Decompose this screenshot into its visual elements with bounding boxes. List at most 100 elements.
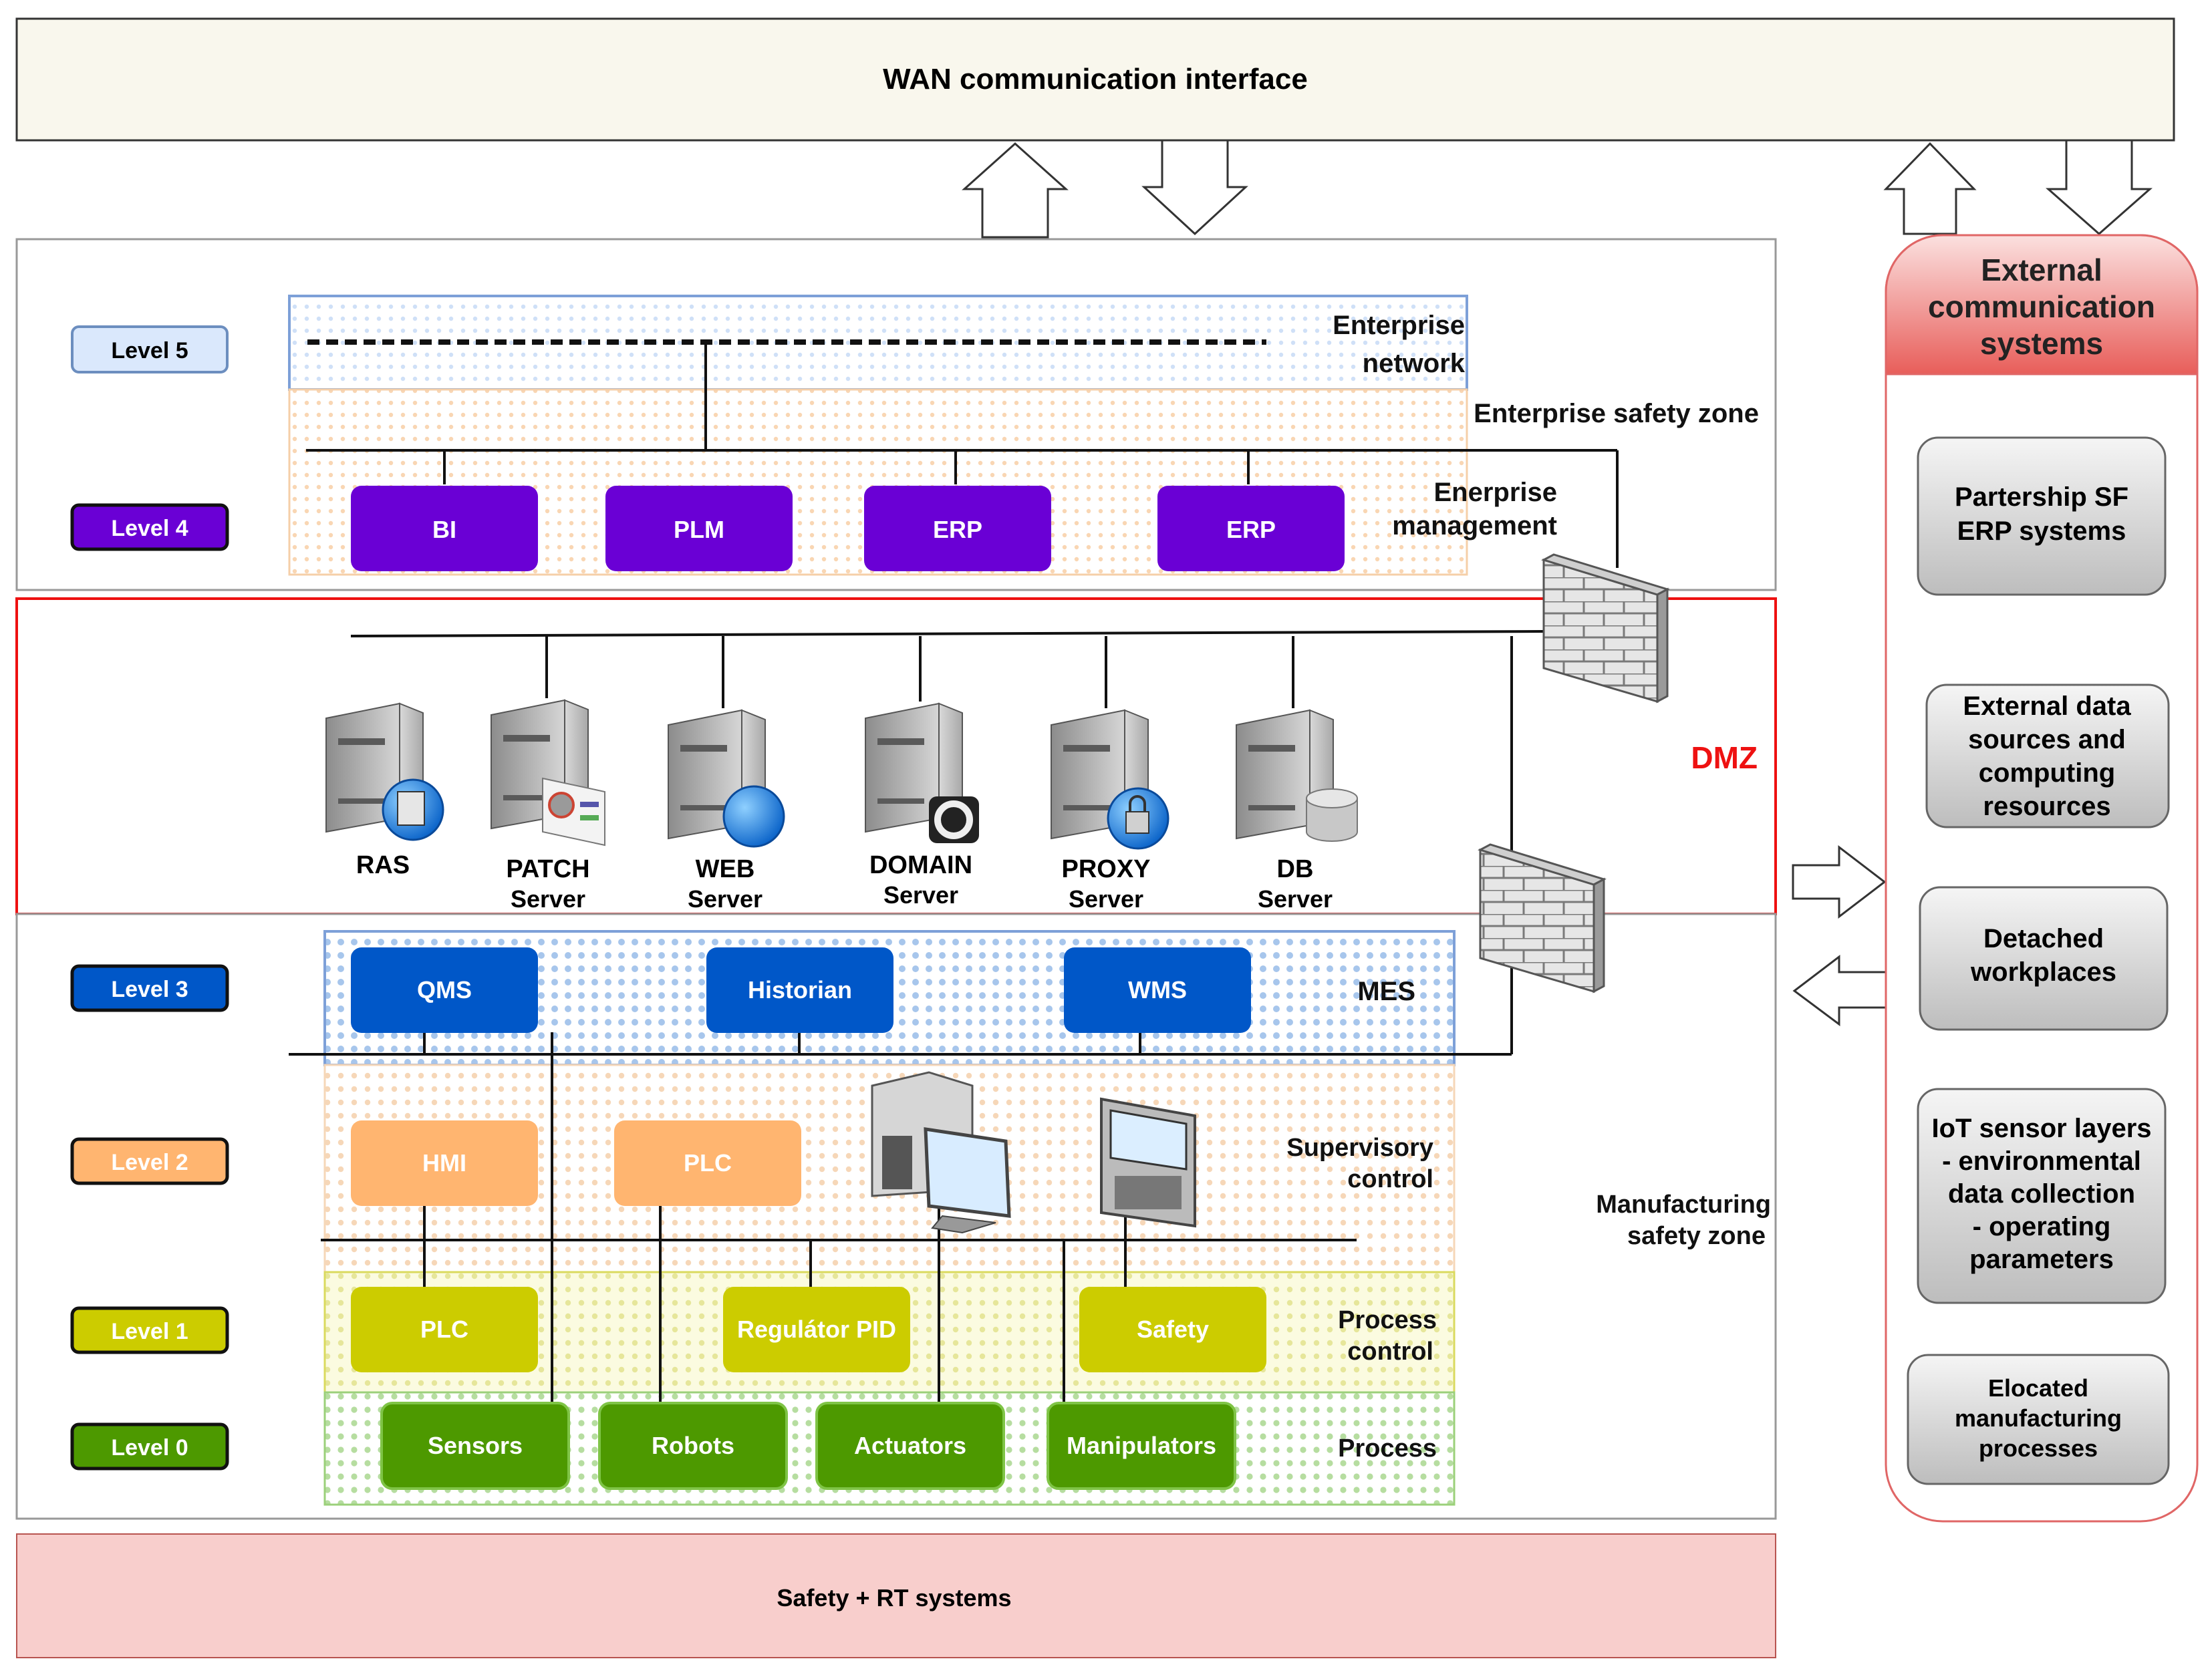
level-3-badge: Level 3 [70, 964, 229, 1012]
plc-label-l2: PLC [684, 1149, 732, 1177]
external-title-3: systems [1980, 326, 2103, 361]
db-label-2: Server [1258, 885, 1333, 913]
external-item-workplaces-line-2: workplaces [1970, 957, 2116, 987]
level-labels: Level 5 Level 4 Level 3 Level 2 Level 1 … [70, 325, 229, 1471]
external-item-iot-line-3: data collection [1948, 1179, 2135, 1209]
web-label-1: WEB [696, 855, 755, 883]
level3-systems: QMS Historian WMS [351, 947, 1251, 1033]
bi-box [351, 486, 538, 571]
dmz-label: DMZ [1691, 740, 1758, 775]
wms-label: WMS [1128, 976, 1187, 1004]
level-1-label: Level 1 [111, 1319, 188, 1344]
level-4-label: Level 4 [111, 516, 188, 541]
supervisory-control-label-1: Supervisory [1286, 1134, 1433, 1162]
external-item-workplaces: Detached workplaces [1919, 886, 2169, 1031]
external-item-manufacturing-line-3: processes [1979, 1434, 2098, 1462]
db-label-1: DB [1277, 855, 1314, 883]
safety-label: Safety [1137, 1316, 1209, 1343]
wms-box [1064, 947, 1251, 1033]
patch-server: PATCH Server [491, 700, 605, 913]
process-label: Process [1338, 1434, 1437, 1463]
manufacturing-safety-zone-label-1: Manufacturing [1596, 1191, 1771, 1219]
arrow-down-icon [1141, 139, 1248, 236]
safety-box [1079, 1287, 1266, 1372]
process-control-label-2: control [1347, 1338, 1433, 1366]
external-item-workplaces-line-1: Detached [1983, 924, 2104, 953]
external-item-iot-line-1: IoT sensor layers [1931, 1114, 2151, 1143]
safety-rt-bar: Safety + RT systems [16, 1533, 1776, 1658]
external-item-data-sources-line-1: External data [1963, 692, 2131, 721]
actuators-box [815, 1402, 1005, 1490]
web-label-2: Server [688, 885, 763, 913]
process-control-label-1: Process [1338, 1306, 1437, 1334]
workstation-icon [871, 1071, 1011, 1234]
globe-app-icon [382, 778, 444, 841]
plc-label-l1: PLC [420, 1316, 468, 1343]
lock-globe-icon [1107, 787, 1169, 850]
pid-regulator-label: Regulátor PID [737, 1316, 896, 1343]
erp-box-1 [864, 486, 1051, 571]
hmi-panel-icon [1100, 1097, 1196, 1228]
wan-label: WAN communication interface [883, 63, 1308, 96]
level-5-label: Level 5 [111, 338, 188, 363]
external-title-2: communication [1928, 289, 2155, 324]
arrow-right-icon [1792, 845, 1887, 919]
external-item-data-sources: External data sources and computing reso… [1925, 683, 2170, 828]
hmi-box [351, 1120, 538, 1206]
level1-systems: PLC Regulátor PID Safety [351, 1287, 1266, 1372]
external-item-data-sources-line-3: computing [1979, 758, 2115, 788]
external-arrows [1792, 845, 1887, 1026]
ras-label: RAS [356, 851, 410, 879]
patch-label-1: PATCH [506, 855, 589, 883]
dmz-servers: RAS PATCH Server WEB Server [325, 700, 1358, 913]
arrow-up-icon [1883, 142, 1977, 235]
network-lines [289, 339, 1619, 1403]
lifebuoy-icon [929, 796, 979, 843]
qms-label: QMS [417, 976, 472, 1004]
database-icon [1306, 788, 1358, 842]
level2-systems: HMI PLC [351, 1120, 801, 1206]
external-item-iot-line-5: parameters [1969, 1245, 2114, 1274]
plm-label: PLM [674, 516, 724, 543]
manufacturing-safety-zone-label-2: safety zone [1627, 1222, 1766, 1250]
level4-systems: BI PLM ERP ERP [351, 486, 1345, 571]
robots-label: Robots [652, 1432, 734, 1459]
sensors-label: Sensors [428, 1432, 523, 1459]
level0-systems: Sensors Robots Actuators Manipulators [380, 1402, 1236, 1490]
plm-box [605, 486, 793, 571]
plc-box-l1 [351, 1287, 538, 1372]
safety-rt-label: Safety + RT systems [777, 1584, 1011, 1612]
pid-regulator-box [723, 1287, 910, 1372]
level-5-badge: Level 5 [71, 325, 229, 373]
historian-label: Historian [748, 976, 852, 1004]
domain-server: DOMAIN Server [865, 703, 979, 909]
db-server: DB Server [1236, 710, 1358, 913]
hmi-label: HMI [422, 1149, 466, 1177]
erp-label-2: ERP [1226, 516, 1276, 543]
sensors-box [380, 1402, 570, 1490]
wan-arrows [962, 139, 2153, 239]
wan-interface: WAN communication interface [15, 17, 2175, 142]
external-item-iot: IoT sensor layers - environmental data c… [1917, 1088, 2167, 1304]
external-systems-panel: External communication systems Partershi… [1885, 234, 2199, 1523]
level-0-label: Level 0 [111, 1435, 188, 1461]
web-server: WEB Server [668, 710, 785, 913]
level-0-badge: Level 0 [70, 1422, 229, 1471]
bi-label: BI [432, 516, 456, 543]
manipulators-label: Manipulators [1067, 1432, 1216, 1459]
external-item-data-sources-line-2: sources and [1968, 725, 2126, 754]
external-item-manufacturing-line-1: Elocated [1988, 1374, 2088, 1402]
mes-label: MES [1357, 977, 1415, 1006]
plc-box-l2 [614, 1120, 801, 1206]
zone-labels: Enterprise network Enterprise safety zon… [1286, 311, 1771, 1463]
historian-box [706, 947, 893, 1033]
external-title-1: External [1981, 253, 2102, 287]
patch-panel-icon [542, 777, 605, 847]
enterprise-network-label-2: network [1363, 349, 1466, 378]
external-item-data-sources-line-4: resources [1983, 792, 2110, 821]
external-item-erp-line-2: ERP systems [1957, 516, 2126, 546]
level-3-label: Level 3 [111, 977, 188, 1002]
erp-label-1: ERP [933, 516, 982, 543]
proxy-server: PROXY Server [1051, 710, 1169, 913]
